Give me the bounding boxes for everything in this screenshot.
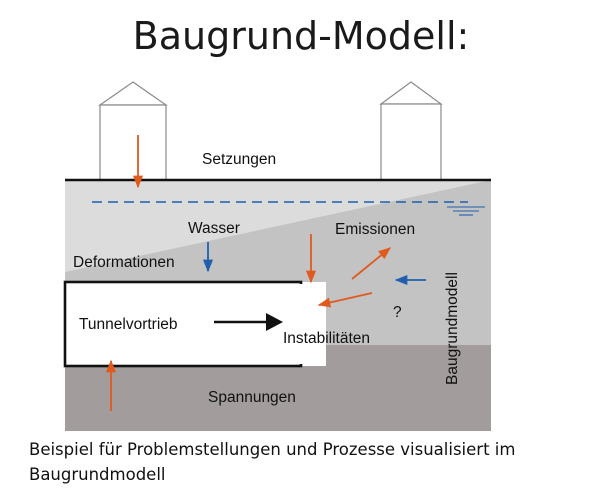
label-deformationen: Deformationen [73,254,175,271]
label-tunnelvortrieb: Tunnelvortrieb [79,316,178,333]
tunnel-face-cover [299,284,305,364]
label-question-mark: ? [393,304,402,321]
house-right [379,81,443,181]
label-instabilitaeten: Instabilitäten [283,330,370,347]
label-baugrundmodell: Baugrundmodell [444,272,461,385]
tunnel-outline [63,280,303,368]
page-title: Baugrund-Modell: [132,14,470,58]
label-spannungen: Spannungen [208,389,296,406]
pressure-arrow-diagonal [317,292,373,308]
label-setzungen: Setzungen [202,151,276,168]
label-emissionen: Emissionen [335,221,415,238]
tunnelvortrieb-arrow [214,313,283,331]
label-wasser: Wasser [188,220,240,237]
house-left [98,81,168,181]
water-level-icon [447,206,485,216]
figure-caption: Beispiel für Problemstellungen und Proze… [29,440,516,484]
emissionen-arrow [351,247,391,280]
